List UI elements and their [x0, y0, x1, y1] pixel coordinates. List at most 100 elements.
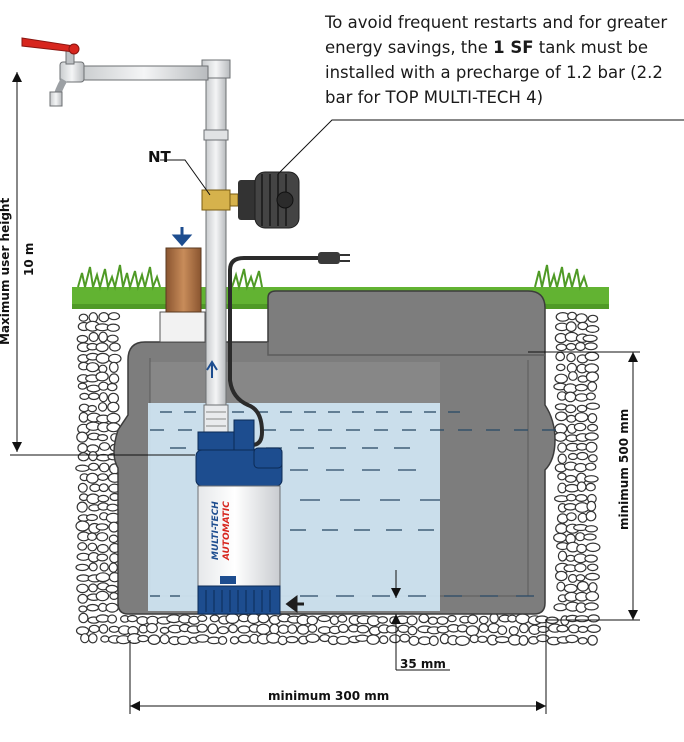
gravel-stone — [585, 402, 601, 410]
gravel-stone — [98, 364, 108, 374]
gravel-stone — [76, 431, 89, 443]
gravel-stone — [209, 614, 220, 623]
gravel-stone — [389, 634, 401, 644]
gravel-stone — [76, 552, 91, 561]
gravel-stone — [436, 625, 450, 634]
gravel-stone — [585, 441, 598, 453]
gravel-stone — [105, 584, 119, 594]
gravel-stone — [585, 371, 600, 383]
gravel-stone — [98, 392, 109, 403]
leader-lines — [10, 119, 684, 456]
gravel-stone — [584, 602, 599, 611]
gravel-stone — [317, 614, 331, 623]
gravel-stone — [88, 583, 98, 593]
gravel-stone — [577, 512, 588, 523]
gravel-pit — [75, 311, 601, 647]
pump-brand-line1: MULTI-TECH — [211, 501, 221, 560]
gravel-stone — [587, 381, 598, 392]
gravel-stone — [584, 342, 598, 351]
gravel-stone — [583, 533, 597, 541]
gravel-stone — [555, 522, 568, 534]
gravel-stone — [137, 634, 149, 643]
gravel-stone — [177, 635, 191, 646]
gravel-stone — [366, 634, 380, 645]
gravel-stone — [477, 635, 488, 644]
gravel-stone — [277, 624, 290, 634]
gravel-stone — [87, 542, 98, 552]
gravel-stone — [77, 593, 88, 604]
gravel-stone — [587, 634, 598, 646]
gravel-stone — [575, 341, 586, 352]
gravel-stone — [585, 325, 600, 334]
gravel-stone — [584, 525, 599, 533]
gravel-stone — [108, 534, 119, 544]
gravel-stone — [147, 634, 161, 645]
intake-arrow-icon — [285, 595, 304, 613]
gravel-stone — [574, 412, 589, 423]
gravel-stone — [566, 414, 577, 423]
gravel-stone — [106, 412, 121, 424]
gravel-stone — [377, 616, 389, 624]
gravel-stone — [78, 411, 89, 423]
gravel-stone — [427, 616, 439, 625]
gravel-stone — [106, 334, 119, 343]
gravel-stone — [78, 612, 89, 624]
gravel-stone — [237, 634, 251, 644]
gravel-stone — [576, 451, 589, 461]
gravel-stone — [228, 623, 238, 634]
power-cable — [228, 252, 350, 447]
gravel-stone — [553, 431, 567, 442]
min-width-label: minimum 300 mm — [268, 689, 389, 703]
gravel-stone — [564, 391, 577, 403]
precharge-note: To avoid frequent restarts and for great… — [325, 10, 680, 110]
gravel-stone — [587, 423, 599, 432]
gravel-stone — [79, 392, 90, 400]
gravel-stone — [257, 613, 270, 624]
gravel-stone — [585, 510, 597, 522]
gravel-stone — [75, 520, 90, 532]
gravel-stone — [95, 371, 109, 382]
gravel-stone — [229, 636, 240, 645]
gravel-stone — [573, 422, 587, 432]
gravel-stone — [418, 613, 430, 624]
gravel-stone — [407, 625, 418, 636]
gravel-stone — [585, 482, 596, 492]
gravel-stone — [577, 636, 588, 645]
note-text-part1: To avoid frequent restarts and for great… — [325, 13, 668, 57]
gravel-stone — [95, 352, 111, 364]
pump-brand-line2: AUTOMATIC — [222, 501, 232, 561]
gravel-stone — [97, 402, 108, 412]
gravel-stone — [584, 554, 598, 563]
gravel-stone — [585, 392, 596, 401]
gravel-stone — [89, 483, 101, 493]
gravel-stone — [565, 634, 579, 644]
water — [148, 403, 556, 611]
min-depth-dimension: minimum 500 mm — [528, 351, 640, 621]
gravel-stone — [508, 625, 519, 636]
gravel-stone — [585, 542, 601, 553]
gravel-stone — [554, 411, 568, 422]
gravel-stone — [557, 550, 568, 562]
gravel-stone — [197, 614, 208, 623]
gravel-stone — [379, 635, 389, 645]
gravel-stone — [565, 342, 577, 351]
gravel-stone — [557, 442, 567, 453]
gravel-stone — [478, 623, 489, 633]
gravel-stone — [78, 605, 88, 613]
gravel-stone — [399, 633, 411, 643]
gravel-stone — [98, 483, 109, 493]
gravel-stone — [587, 614, 600, 623]
valve-handle-icon — [21, 37, 75, 53]
note-text-part2: tank must be installed with a precharge … — [325, 38, 663, 107]
gravel-stone — [77, 542, 88, 551]
gravel-stone — [100, 635, 110, 643]
gravel-stone — [76, 583, 89, 594]
gravel-stone — [86, 532, 97, 542]
gravel-stone — [95, 572, 111, 583]
gravel-stone — [207, 623, 219, 635]
gravel-stone — [159, 634, 170, 645]
gravel-stone — [108, 361, 119, 373]
gravel-stone — [307, 624, 318, 633]
gravel-stone — [108, 562, 119, 573]
up-arrow-icon — [206, 360, 218, 378]
